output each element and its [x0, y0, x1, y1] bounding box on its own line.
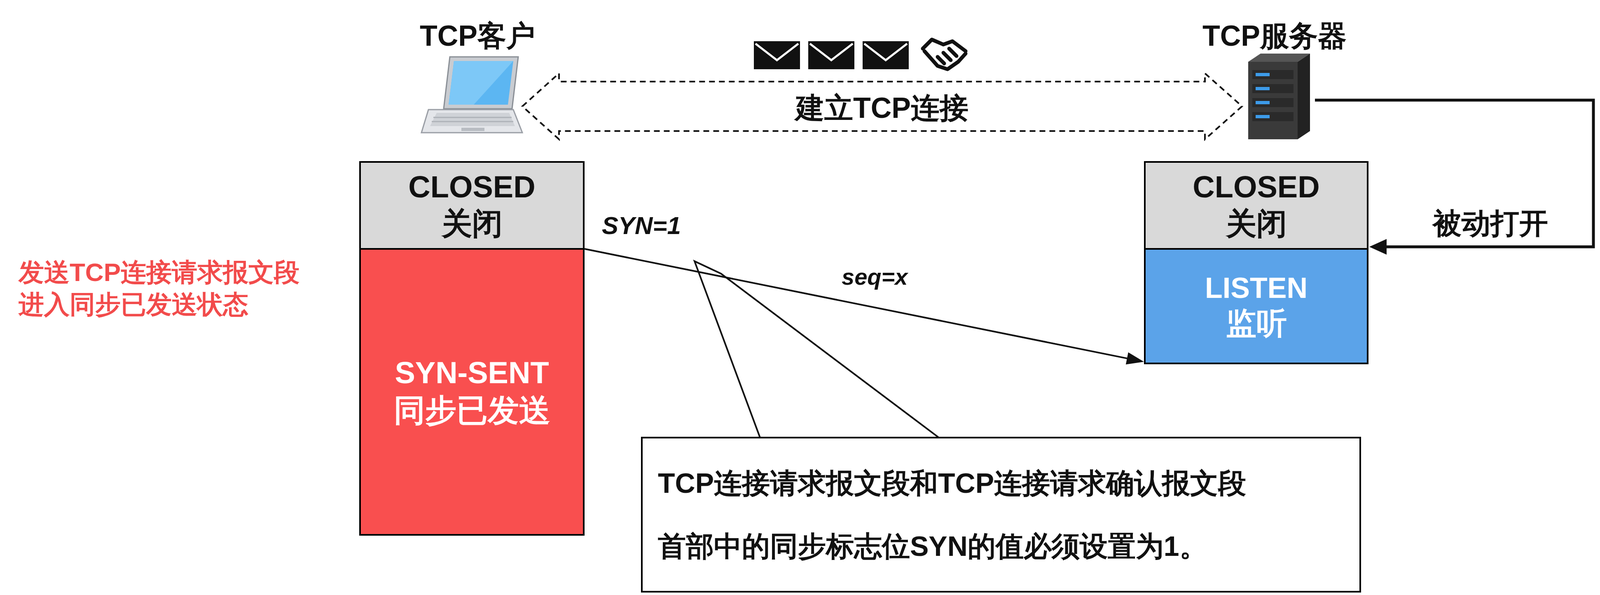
connection-label: 建立TCP连接: [795, 90, 969, 126]
server-light: [1255, 114, 1270, 119]
server-slot: [1252, 98, 1294, 108]
state-box: SYN-SENT同步已发送: [359, 247, 585, 536]
envelope-icons: [753, 41, 909, 70]
laptop-screen-glare: [448, 60, 514, 105]
key-row: [431, 121, 514, 123]
server-front: [1248, 61, 1298, 140]
laptop-icon: [421, 56, 523, 133]
envelope-flap: [809, 43, 853, 61]
envelope: [862, 41, 909, 70]
state-box: LISTEN监听: [1143, 247, 1369, 365]
hand-bottom: [924, 51, 966, 70]
envelope: [808, 41, 855, 70]
state-box: CLOSED关闭: [1143, 161, 1369, 250]
connection-arrow: [522, 73, 1243, 140]
server-slot: [1252, 70, 1294, 80]
state-box: CLOSED关闭: [359, 161, 585, 250]
state-name: LISTEN: [1204, 270, 1308, 306]
message-arrow: [584, 248, 1144, 365]
arrow-head: [1369, 238, 1387, 255]
finger: [937, 56, 945, 64]
device-label: TCP服务器: [1202, 18, 1347, 54]
server-slot: [1252, 112, 1294, 122]
finger: [949, 48, 957, 57]
laptop-lid: [443, 56, 519, 109]
envelope-flap: [755, 43, 799, 61]
callout-pointer: [694, 261, 939, 438]
state-name-zh: 同步已发送: [393, 391, 551, 429]
server-light: [1255, 100, 1270, 105]
key-row: [433, 116, 512, 119]
server-light: [1255, 86, 1270, 91]
handshake-icon: [922, 39, 966, 70]
laptop-base: [421, 109, 523, 133]
finger: [943, 52, 951, 61]
state-name: CLOSED: [1192, 168, 1320, 206]
server-side: [1297, 53, 1310, 140]
callout-text: TCP连接请求报文段和TCP连接请求确认报文段 首部中的同步标志位SYN的值必须…: [657, 451, 1248, 578]
laptop-screen: [448, 60, 514, 105]
server-light: [1255, 72, 1270, 77]
server-icon: [1248, 53, 1310, 140]
state-name-zh: 关闭: [1225, 205, 1287, 243]
state-name: SYN-SENT: [394, 354, 549, 392]
note-label: 发送TCP连接请求报文段 进入同步已发送状态: [18, 256, 301, 321]
segment-field: seq=x: [841, 262, 908, 291]
laptop-keyboard: [430, 112, 515, 127]
message-line: [584, 248, 1131, 359]
state-name: CLOSED: [408, 168, 536, 206]
flag-label: SYN=1: [601, 210, 681, 241]
envelope: [753, 41, 800, 70]
touchpad: [461, 127, 485, 131]
callout-box: TCP连接请求报文段和TCP连接请求确认报文段 首部中的同步标志位SYN的值必须…: [640, 436, 1362, 593]
action-label: 被动打开: [1432, 205, 1549, 241]
server-slot: [1252, 84, 1294, 94]
device-label: TCP客户: [419, 18, 536, 54]
hand-top: [922, 39, 966, 52]
arrow-head: [1125, 352, 1144, 365]
state-name-zh: 监听: [1225, 305, 1287, 342]
envelope-flap: [864, 43, 908, 61]
state-name-zh: 关闭: [441, 205, 503, 243]
